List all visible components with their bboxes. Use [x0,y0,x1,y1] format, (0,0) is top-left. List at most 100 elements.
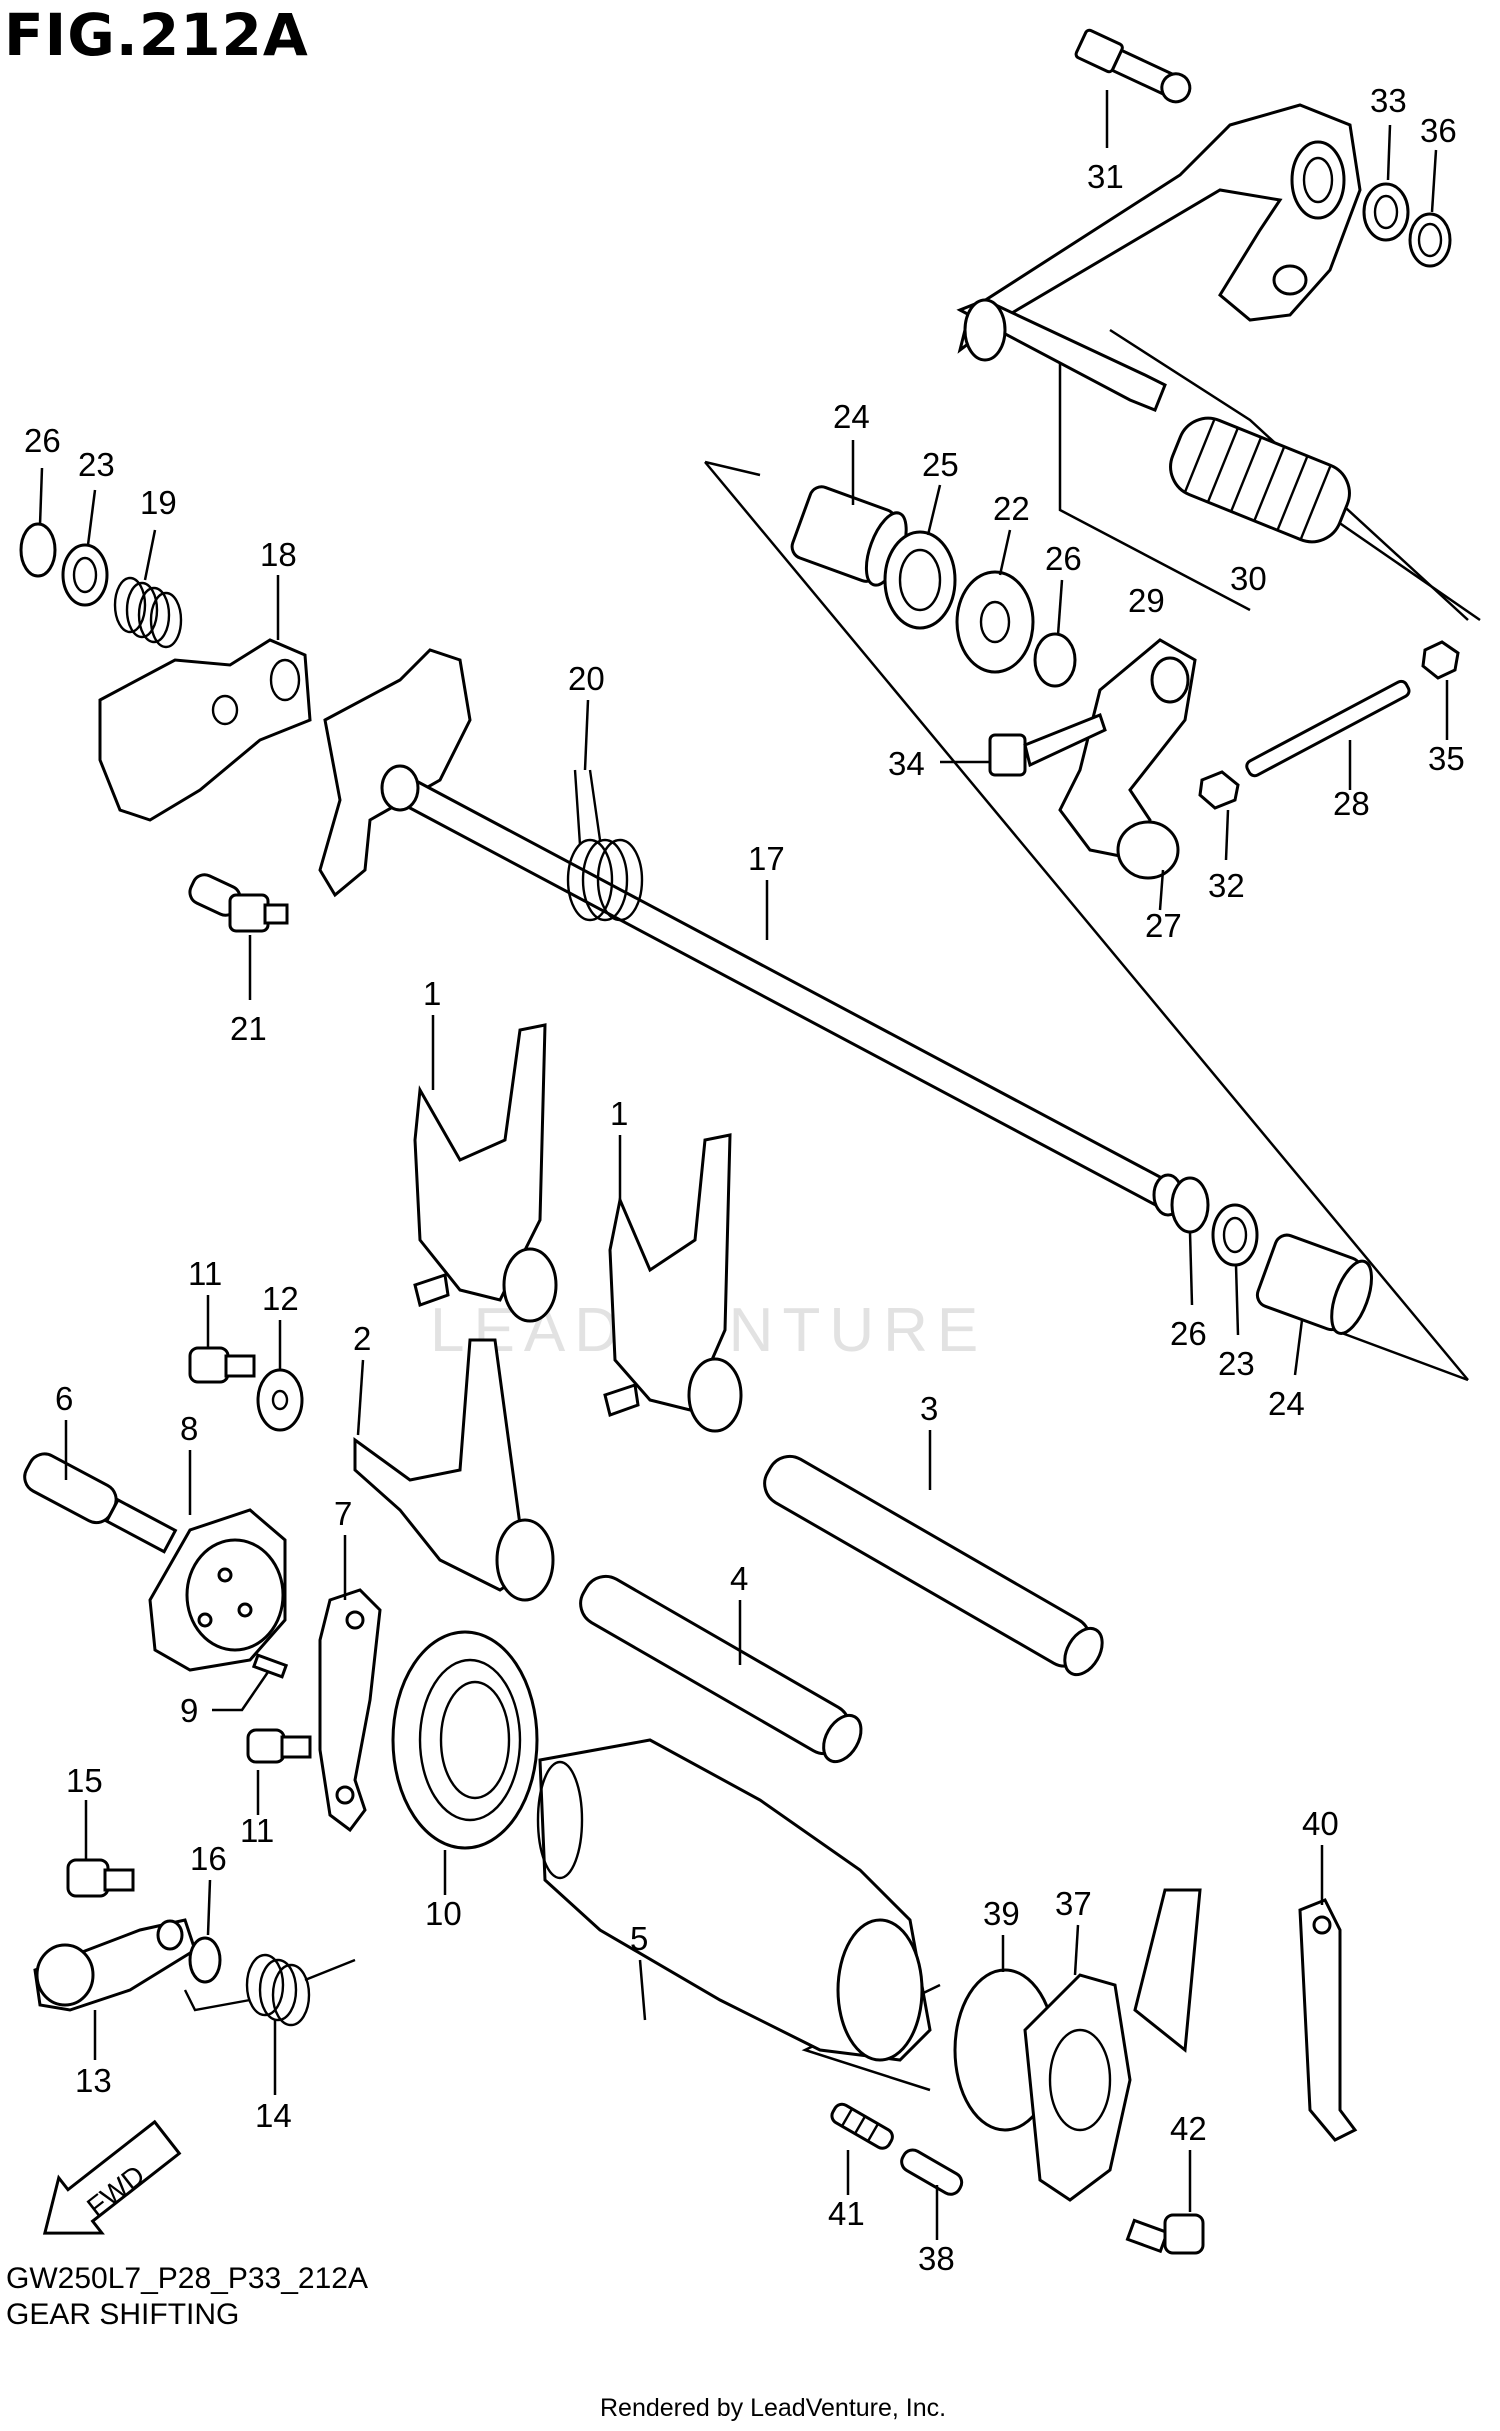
part-24-bearing-lower [1255,1233,1373,1335]
part-40-clamp [1298,1898,1358,2142]
callout-22: 22 [993,490,1030,527]
part-12-washer [256,1368,304,1432]
part-35-nut [1421,640,1460,680]
callout-25: 25 [922,446,959,483]
callout-40: 40 [1302,1805,1339,1842]
part-28-rod [1245,679,1411,778]
part-27-link [1058,638,1197,880]
part-14-spring [183,1953,356,2027]
part-26-circlip-upper [1033,632,1077,688]
part-29-shift-lever [956,103,1362,412]
callout-19: 19 [140,484,177,521]
part-41-spring [830,2102,894,2150]
callout-11: 11 [240,1812,274,1849]
part-8-cam-guide [148,1508,287,1672]
callout-42: 42 [1170,2110,1207,2147]
callout-6: 6 [55,1380,73,1417]
assembly-guide-lines [704,328,1481,2092]
part-1-shift-fork-b [603,1133,743,1433]
figure-title: FIG.212A [4,1,309,69]
callout-27: 27 [1145,907,1182,944]
callout-9: 9 [180,1692,198,1729]
part-38-pin [900,2148,964,2196]
part-30-foot-rubber [1169,416,1351,544]
part-21-bolt [188,873,289,933]
part-22-washer [955,570,1035,674]
part-1-shift-fork-a [413,1023,558,1323]
section-name: GEAR SHIFTING [6,2298,240,2331]
callout-34: 34 [888,745,925,782]
part-3-fork-shaft [763,1454,1104,1677]
part-23-washer-left [61,543,109,607]
callout-41: 41 [828,2195,865,2232]
part-24-bearing-upper [790,485,908,587]
part-26-circlip-left [19,522,57,578]
part-11-bolt-upper [188,1346,256,1384]
part-23-washer-right [1211,1203,1259,1267]
callout-30: 30 [1230,560,1267,597]
part-5-gearshift-cam [536,1738,932,2062]
diagram-code: GW250L7_P28_P33_212A [6,2262,368,2295]
callout-14: 14 [255,2097,292,2134]
callout-labels: 31 33 36 26 23 19 18 24 25 22 26 29 30 2… [24,82,1465,2277]
callout-32: 32 [1208,867,1245,904]
callout-7: 7 [334,1495,352,1532]
callout-31: 31 [1087,158,1124,195]
part-9-pin [251,1653,289,1679]
part-32-nut [1198,770,1240,810]
callout-15: 15 [66,1762,103,1799]
callout-8: 8 [180,1410,198,1447]
part-31-bolt [1074,28,1192,104]
part-17-gearshift-shaft [318,648,1184,1217]
callout-20: 20 [568,660,605,697]
part-36-circlip [1408,212,1452,268]
part-10-bearing [391,1630,539,1850]
callout-1: 1 [610,1095,628,1132]
callout-13: 13 [75,2062,112,2099]
callout-39: 39 [983,1895,1020,1932]
part-11-bolt-lower [246,1728,312,1764]
callout-18: 18 [260,536,297,573]
callout-29: 29 [1128,582,1165,619]
part-7-plate [318,1588,382,1833]
callout-11: 11 [188,1255,222,1292]
part-19-spring [113,576,183,649]
callout-2: 2 [353,1320,371,1357]
part-34-bolt [988,713,1107,777]
callout-24: 24 [1268,1385,1305,1422]
callout-36: 36 [1420,112,1457,149]
callout-23: 23 [78,446,115,483]
callout-33: 33 [1370,82,1407,119]
callout-21: 21 [230,1010,267,1047]
part-37-sensor [1023,1888,1202,2202]
callout-26: 26 [24,422,61,459]
part-16-washer [188,1936,222,1984]
callout-24: 24 [833,398,870,435]
callout-5: 5 [630,1920,648,1957]
callout-12: 12 [262,1280,299,1317]
part-33-washer [1362,182,1410,242]
part-15-bolt [66,1858,135,1898]
part-4-fork-shaft [579,1574,863,1764]
callout-35: 35 [1428,740,1465,777]
callout-4: 4 [730,1560,748,1597]
callout-1: 1 [423,975,441,1012]
part-13-stopper-arm [33,1918,197,2012]
part-2-shift-fork [353,1338,555,1602]
part-20-return-spring [566,769,644,922]
callout-leader-lines [38,90,1449,2240]
part-6-bolt [23,1452,178,1554]
render-credit: Rendered by LeadVenture, Inc. [600,2394,947,2422]
callout-37: 37 [1055,1885,1092,1922]
part-shapes [19,28,1460,2255]
part-25-oil-seal [883,530,957,630]
callout-3: 3 [920,1390,938,1427]
callout-38: 38 [918,2240,955,2277]
part-26-circlip-right [1170,1176,1210,1234]
callout-28: 28 [1333,785,1370,822]
callout-23: 23 [1218,1345,1255,1382]
callout-16: 16 [190,1840,227,1877]
callout-17: 17 [748,840,785,877]
callout-26: 26 [1045,540,1082,577]
